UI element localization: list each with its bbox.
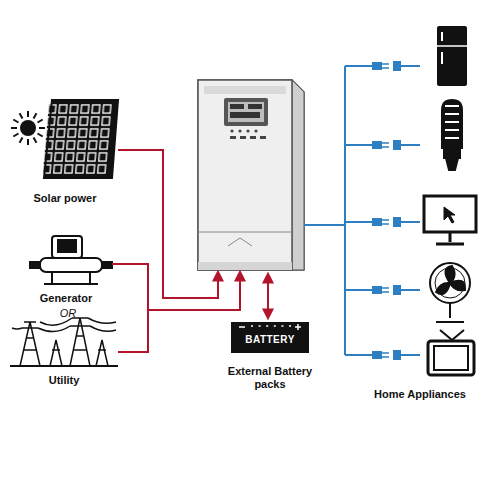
source-label: Solar power xyxy=(34,192,97,205)
television-icon xyxy=(428,330,474,375)
fan-icon xyxy=(430,263,470,322)
sun-ray xyxy=(27,139,29,145)
utility-towers xyxy=(10,318,118,366)
socket-icon xyxy=(393,61,401,71)
socket-icon xyxy=(393,285,401,295)
plug-pin xyxy=(382,287,389,289)
plus-mark xyxy=(297,324,299,330)
refrigerator-icon xyxy=(437,26,467,86)
plug-icon xyxy=(372,286,382,294)
plug-pin xyxy=(382,352,389,354)
cell-mark xyxy=(259,325,261,327)
solar-panel xyxy=(43,100,118,178)
source-label: Generator xyxy=(40,292,93,305)
socket-icon xyxy=(393,217,401,227)
cell-mark xyxy=(266,325,268,327)
inverter-unit xyxy=(198,80,304,270)
battery-symbol: BATTERY xyxy=(231,322,309,353)
sun-ray xyxy=(13,134,18,137)
plug-icon xyxy=(372,62,382,70)
plug-pin xyxy=(382,146,389,148)
separator-label: OR xyxy=(60,307,77,320)
sun-ray xyxy=(34,138,37,143)
battery-terminals xyxy=(231,322,309,332)
branch-wire xyxy=(401,221,420,223)
plug-pin xyxy=(382,63,389,65)
sun-ray xyxy=(39,127,45,129)
sun-ray xyxy=(34,113,37,118)
plug-pin xyxy=(382,219,389,221)
plug-pin xyxy=(382,291,389,293)
group-label: Home Appliances xyxy=(374,388,466,401)
source-label: Utility xyxy=(49,374,80,387)
plug-pin xyxy=(382,67,389,69)
branch-wire xyxy=(401,289,420,291)
cell-mark xyxy=(251,325,253,327)
light-bulb-icon xyxy=(442,100,462,170)
branch-wire xyxy=(345,354,372,356)
branch-wire xyxy=(345,144,372,146)
output-wires xyxy=(304,61,420,360)
plug-icon xyxy=(372,141,382,149)
sun-ray xyxy=(38,134,43,137)
battery-node: BATTERY External Battery packs xyxy=(220,322,320,391)
branch-wire xyxy=(345,289,372,291)
sun-ray xyxy=(11,127,17,129)
sun-ray xyxy=(13,120,18,123)
socket-icon xyxy=(393,140,401,150)
plug-pin xyxy=(382,356,389,358)
sun-icon xyxy=(11,111,45,145)
plug-pin xyxy=(382,142,389,144)
branch-wire xyxy=(345,65,372,67)
socket-icon xyxy=(393,350,401,360)
sun-ray xyxy=(20,138,23,143)
cell-mark xyxy=(289,325,291,327)
branch-wire xyxy=(401,65,420,67)
plug-pin xyxy=(382,223,389,225)
sun-ray xyxy=(38,120,43,123)
sun-ray xyxy=(27,111,29,117)
minus-mark xyxy=(239,326,245,328)
battery-caption: External Battery packs xyxy=(225,365,315,391)
sun-ray xyxy=(20,113,23,118)
generator-icon xyxy=(30,236,112,284)
branch-wire xyxy=(345,221,372,223)
plug-icon xyxy=(372,218,382,226)
plug-icon xyxy=(372,351,382,359)
cell-mark xyxy=(281,325,283,327)
branch-wire xyxy=(401,354,420,356)
cell-mark xyxy=(274,325,276,327)
branch-wire xyxy=(401,144,420,146)
computer-icon xyxy=(424,196,476,244)
